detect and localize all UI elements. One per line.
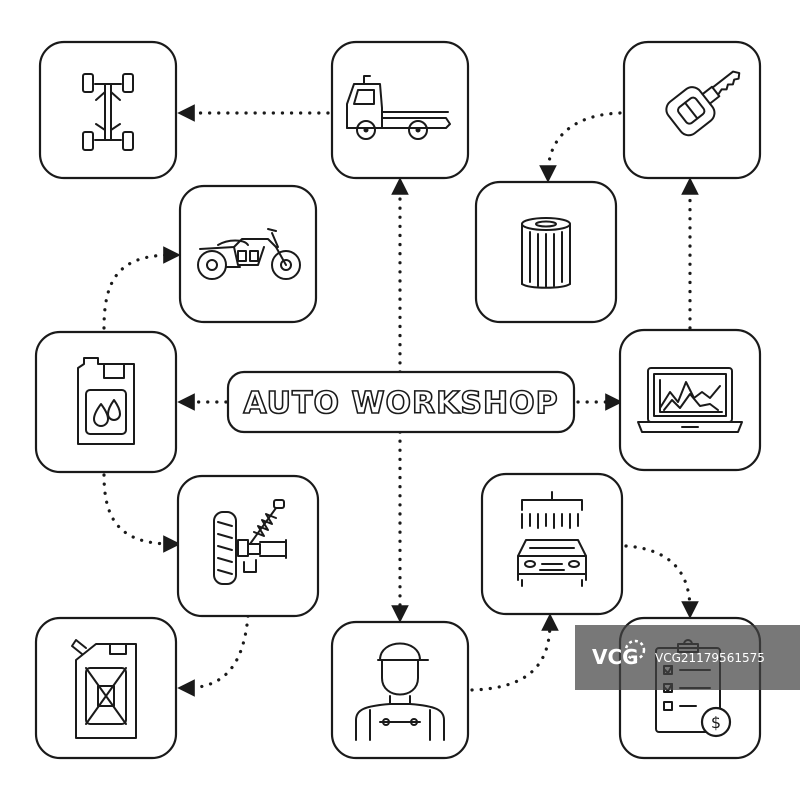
node-tow-truck <box>330 40 470 180</box>
node-motor-oil <box>34 330 178 474</box>
watermark-id: VCG21179561575 <box>655 651 765 665</box>
car-wash-icon <box>517 491 587 587</box>
watermark: VCG VCG21179561575 <box>575 625 800 690</box>
connector-motor-oil-to-motorcycle <box>102 246 181 330</box>
node-jerrycan <box>34 616 178 760</box>
connectors <box>102 104 699 697</box>
node-car-wash <box>480 472 624 616</box>
node-mechanic <box>330 620 470 760</box>
tow-truck-icon <box>346 75 451 140</box>
node-oil-filter <box>474 180 618 324</box>
mechanic-icon <box>355 642 445 741</box>
connector-car-key-to-oil-filter <box>539 111 622 183</box>
node-car-key <box>622 40 762 180</box>
car-key-remote-icon <box>665 70 741 137</box>
laptop-diagnostics-icon <box>637 367 743 433</box>
jerrycan-icon <box>71 639 137 739</box>
title-text: AUTO WORKSHOP <box>243 386 558 421</box>
node-diagnostics <box>618 328 762 472</box>
node-chassis <box>38 40 178 180</box>
connector-motor-oil-to-suspension <box>102 473 181 553</box>
oil-filter-icon <box>521 217 571 289</box>
motor-oil-canister-icon <box>77 357 135 445</box>
car-chassis-icon <box>82 73 134 151</box>
svg-text:$: $ <box>711 713 721 732</box>
connector-suspension-to-jerrycan <box>177 614 250 697</box>
motorcycle-icon <box>197 228 301 280</box>
connector-car-wash-to-invoice <box>624 544 699 619</box>
connector-mechanic-to-car-wash <box>470 613 559 692</box>
node-suspension <box>176 474 320 618</box>
wheel-suspension-icon <box>213 499 287 585</box>
node-motorcycle <box>178 184 318 324</box>
center-node: AUTO WORKSHOP <box>226 370 576 434</box>
